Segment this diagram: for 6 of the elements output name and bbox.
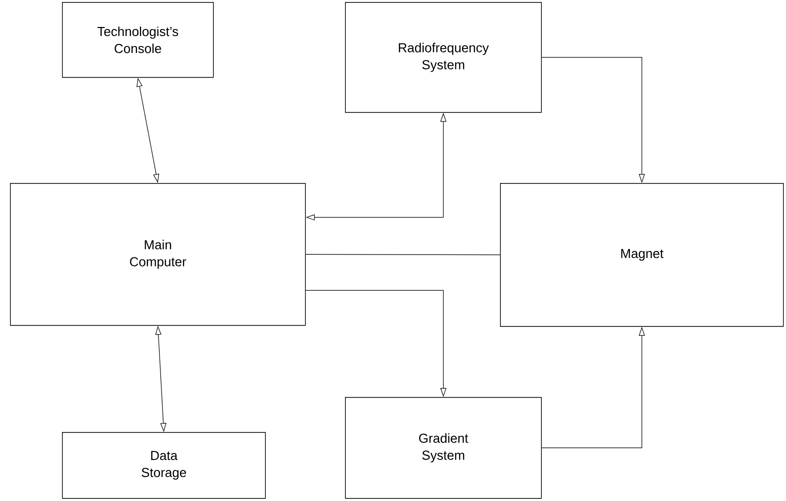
process-box: Data Storage bbox=[62, 432, 266, 499]
process-box: Technologist’s Console bbox=[62, 2, 214, 78]
process-box: Magnet bbox=[500, 183, 784, 327]
process-box: Radiofrequency System bbox=[345, 2, 542, 113]
process-box: Main Computer bbox=[10, 183, 306, 326]
process-box: Gradient System bbox=[345, 397, 542, 499]
